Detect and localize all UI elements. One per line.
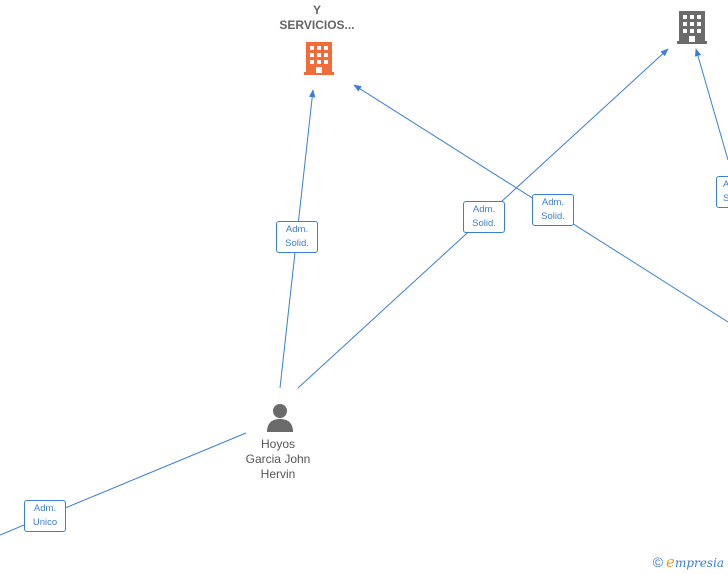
edge-label-type: Solid. (472, 218, 496, 229)
person-label[interactable]: Hoyos Garcia John Hervin (228, 437, 328, 482)
brand-watermark: © empresia (653, 553, 724, 571)
edge-label-type: Unico (32, 517, 58, 528)
edge-label-role: Adm. (285, 224, 309, 235)
edge-label-role: Adm. (33, 503, 57, 514)
edge-offscreen-to-company-right (694, 48, 728, 161)
edge-label-role: Adm. (541, 197, 565, 208)
edge-label-offscreen-to-right[interactable]: A S (716, 176, 728, 208)
edge-label-type: Solid. (541, 211, 565, 222)
building-icon[interactable] (676, 9, 708, 45)
company-main-label-line-1: Y (312, 3, 321, 17)
person-label-line-1: Hoyos (260, 437, 295, 451)
edge-label-offscreen-to-main[interactable]: Adm. Solid. (532, 194, 574, 226)
person-icon[interactable] (265, 402, 295, 432)
company-main-label[interactable]: Y SERVICIOS... (262, 3, 372, 33)
edge-label-role: A (723, 179, 728, 190)
building-icon[interactable] (303, 40, 335, 76)
edge-label-type: Solid. (285, 238, 309, 249)
edge-label-offscreen-to-person[interactable]: Adm. Unico (24, 500, 66, 532)
brand-logo: empresia (666, 553, 724, 571)
person-label-line-3: Hervin (260, 467, 296, 481)
company-main-label-line-2: SERVICIOS... (279, 18, 355, 32)
edge-label-type: S (723, 193, 728, 204)
brand-name: mpresia (674, 556, 724, 570)
edge-label-person-to-main[interactable]: Adm. Solid. (276, 221, 318, 253)
edge-label-role: Adm. (472, 204, 496, 215)
edge-label-person-to-right[interactable]: Adm. Solid. (463, 201, 505, 233)
person-label-line-2: Garcia John (245, 452, 311, 466)
copyright-symbol: © (652, 554, 664, 570)
brand-initial: e (666, 553, 675, 571)
